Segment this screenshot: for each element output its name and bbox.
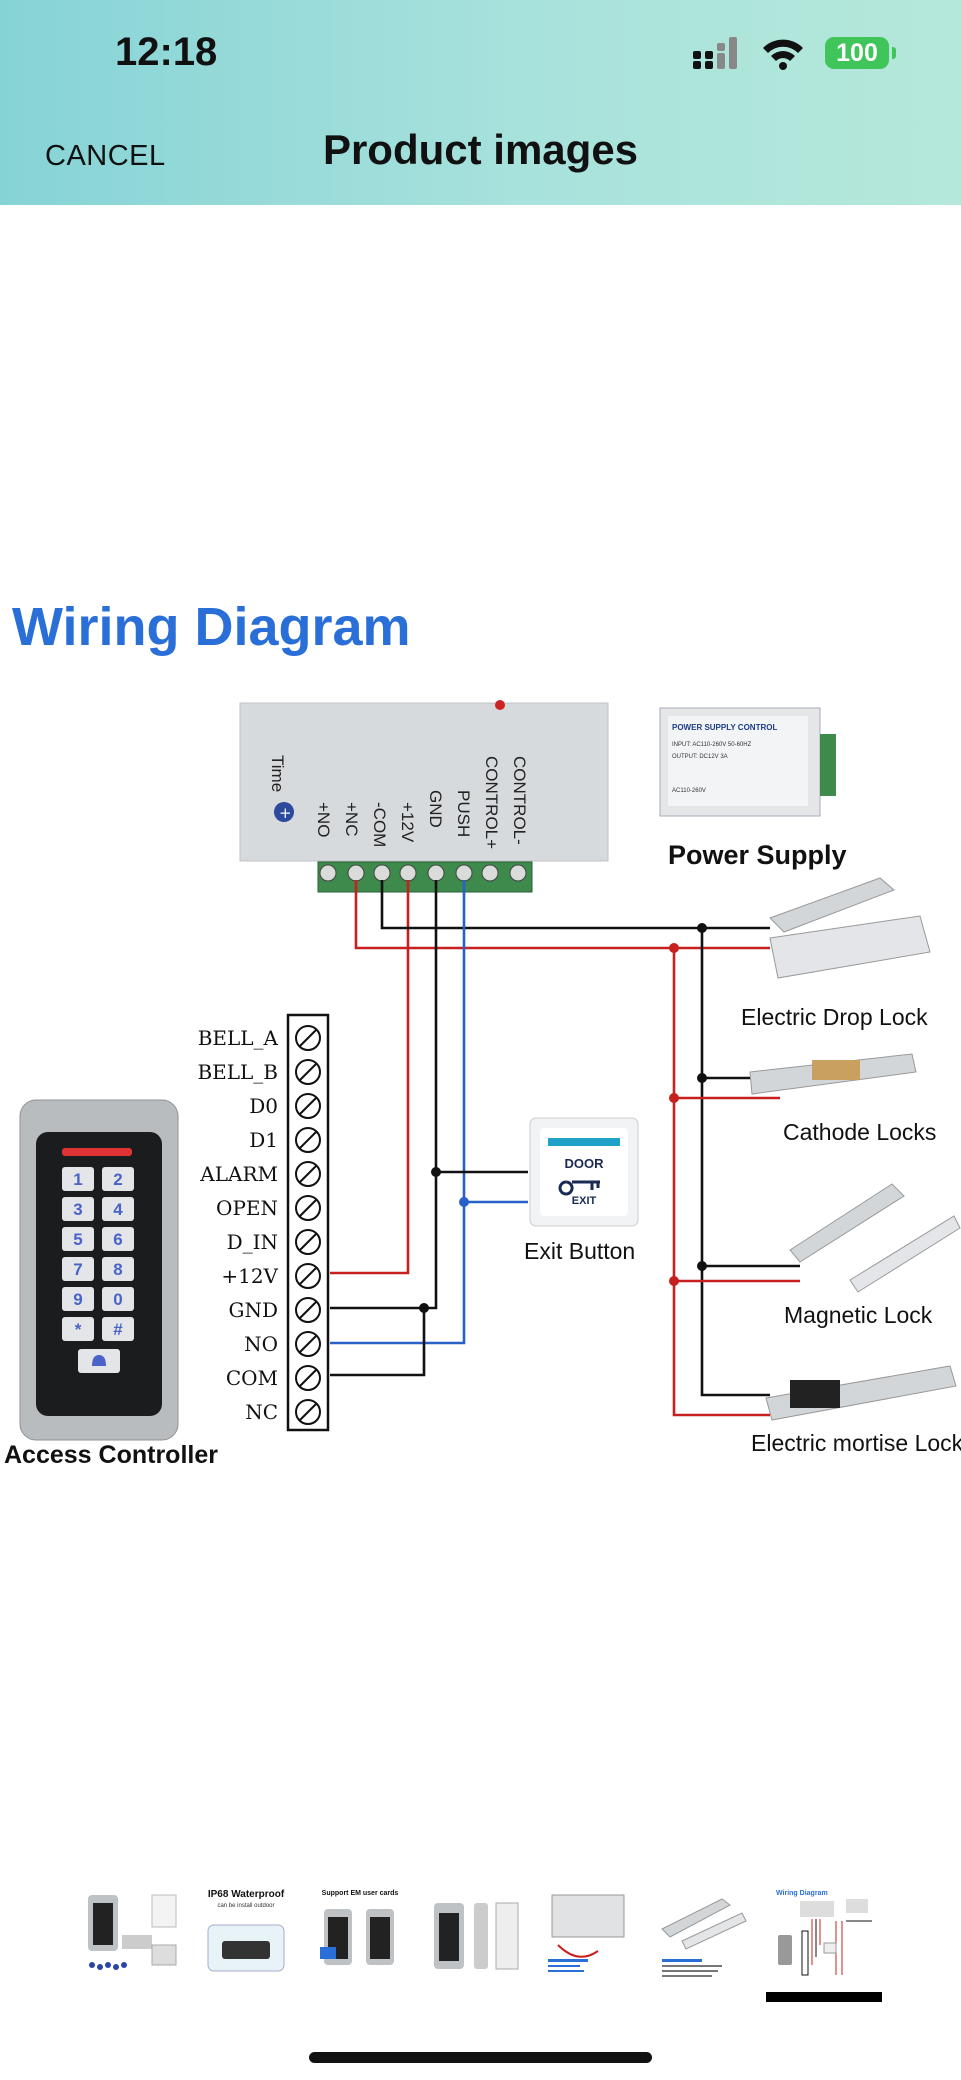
time-adjust-knob bbox=[274, 802, 294, 822]
status-time: 12:18 bbox=[115, 30, 218, 74]
key-star: * bbox=[75, 1320, 82, 1339]
key-1: 1 bbox=[73, 1170, 82, 1189]
thumb-em-card[interactable]: Support EM user cards bbox=[310, 1885, 410, 1990]
psu-term-no: +NO bbox=[314, 802, 333, 837]
access-controller-image: 1 2 3 4 5 6 7 8 9 0 * # bbox=[19, 1099, 179, 1441]
ctrl-term-gnd: GND bbox=[228, 1298, 278, 1322]
key-7: 7 bbox=[73, 1260, 82, 1279]
key-2: 2 bbox=[113, 1170, 122, 1189]
thumbnail-strip: IP68 Waterproof can be install outdoor S… bbox=[82, 1885, 882, 2005]
psu-plate-small: AC110-260V bbox=[672, 788, 706, 794]
exit-button-label: Exit Button bbox=[524, 1238, 635, 1264]
magnetic-lock-image bbox=[789, 1183, 961, 1293]
ctrl-term-bell-b: BELL_B bbox=[197, 1060, 278, 1084]
thumb-keypad-kit-image bbox=[88, 1894, 177, 1970]
thumb-wiring-image: Wiring Diagram bbox=[776, 1890, 872, 1976]
thumb-ip68-image: IP68 Waterproof can be install outdoor bbox=[207, 1889, 285, 1972]
thumb-ip68-sub: can be install outdoor bbox=[217, 1903, 274, 1909]
key-hash: # bbox=[113, 1320, 123, 1339]
psu-term-push: PUSH bbox=[454, 790, 473, 837]
exit-button-image: DOOR EXIT bbox=[529, 1117, 639, 1227]
thumb-keypad-kit[interactable] bbox=[82, 1885, 182, 1990]
psu-term-12v: +12V bbox=[398, 802, 417, 843]
access-controller-label: Access Controller bbox=[4, 1441, 218, 1469]
key-5: 5 bbox=[73, 1230, 82, 1249]
power-led bbox=[495, 700, 505, 710]
wifi-icon bbox=[763, 39, 803, 70]
thumb-power-supply-image bbox=[548, 1894, 625, 1972]
home-indicator[interactable] bbox=[309, 2052, 652, 2063]
key-3: 3 bbox=[73, 1200, 82, 1219]
thumb-ip68-waterproof[interactable]: IP68 Waterproof can be install outdoor bbox=[196, 1885, 296, 1990]
nav-header: 12:18 100 CANCEL Product images bbox=[0, 0, 961, 205]
diagram-heading: Wiring Diagram bbox=[12, 597, 411, 657]
key-0: 0 bbox=[113, 1290, 122, 1309]
psu-term-gnd: GND bbox=[426, 790, 445, 828]
ctrl-term-alarm: ALARM bbox=[199, 1162, 278, 1186]
bell-icon bbox=[92, 1355, 106, 1366]
wiring-diagram: Time +NO +NC -COM +12V GND PUSH CONTROL+… bbox=[4, 700, 961, 1469]
exit-door-text: DOOR bbox=[565, 1156, 605, 1171]
thumbnail-selection-indicator bbox=[766, 1992, 882, 2002]
thumb-wiring-diagram[interactable]: Wiring Diagram bbox=[766, 1885, 882, 1990]
key-9: 9 bbox=[73, 1290, 82, 1309]
power-supply-label: Power Supply bbox=[668, 840, 847, 870]
exit-exit-text: EXIT bbox=[572, 1195, 597, 1207]
battery-icon: 100 bbox=[825, 37, 896, 69]
cancel-button[interactable]: CANCEL bbox=[45, 140, 166, 172]
ctrl-term-bell-a: BELL_A bbox=[198, 1026, 279, 1050]
ctrl-term-d1: D1 bbox=[249, 1128, 278, 1152]
psu-plate-output: OUTPUT: DC12V 3A bbox=[672, 754, 728, 760]
ctrl-term-com: COM bbox=[226, 1366, 278, 1390]
key-icon bbox=[558, 1180, 600, 1196]
thumb-magnetic-lock-image bbox=[661, 1898, 747, 1977]
ctrl-term-d-in: D_IN bbox=[227, 1230, 278, 1254]
psu-term-control-plus: CONTROL+ bbox=[482, 756, 501, 849]
lock-label-cathode: Cathode Locks bbox=[783, 1119, 936, 1145]
ctrl-term-d0: D0 bbox=[249, 1094, 278, 1118]
thumb-ip68-caption: IP68 Waterproof bbox=[208, 1889, 285, 1900]
svg-text:+: + bbox=[279, 804, 292, 822]
lock-label-magnetic: Magnetic Lock bbox=[784, 1302, 933, 1328]
key-8: 8 bbox=[113, 1260, 122, 1279]
ctrl-term-no: NO bbox=[244, 1332, 278, 1356]
cathode-lock-image bbox=[749, 1053, 917, 1095]
thumb-power-supply[interactable] bbox=[538, 1885, 638, 1990]
ctrl-term-open: OPEN bbox=[216, 1196, 278, 1220]
psu-control-box bbox=[239, 702, 609, 862]
key-4: 4 bbox=[113, 1200, 123, 1219]
ctrl-term-12v: +12V bbox=[221, 1264, 278, 1288]
thumb-em-caption: Support EM user cards bbox=[322, 1890, 399, 1897]
electric-drop-lock-image bbox=[769, 877, 931, 979]
thumb-keypad-side-image bbox=[434, 1902, 519, 1970]
status-icons: 100 bbox=[691, 36, 896, 70]
controller-terminal-strip bbox=[286, 1013, 330, 1432]
psu-term-control-minus: CONTROL- bbox=[510, 756, 529, 845]
battery-level: 100 bbox=[836, 39, 878, 67]
thumb-magnetic-lock[interactable] bbox=[652, 1885, 752, 1990]
ctrl-term-nc: NC bbox=[245, 1400, 278, 1424]
psu-term-nc: +NC bbox=[342, 802, 361, 836]
key-6: 6 bbox=[113, 1230, 122, 1249]
mortise-lock-image bbox=[765, 1365, 957, 1421]
lock-label-electric-drop: Electric Drop Lock bbox=[741, 1004, 928, 1030]
lock-label-mortise: Electric mortise Lock bbox=[751, 1430, 961, 1456]
psu-term-time: Time bbox=[268, 755, 287, 792]
signal-icon bbox=[693, 37, 737, 69]
thumb-wiring-caption: Wiring Diagram bbox=[776, 1890, 828, 1897]
power-supply-image: POWER SUPPLY CONTROL INPUT: AC110-260V 5… bbox=[659, 707, 836, 817]
psu-term-com: -COM bbox=[370, 802, 389, 847]
psu-plate-input: INPUT: AC110-260V 50-60HZ bbox=[672, 742, 752, 748]
thumb-keypad-side[interactable] bbox=[424, 1885, 524, 1990]
thumb-em-card-image: Support EM user cards bbox=[320, 1890, 399, 1965]
psu-plate-title: POWER SUPPLY CONTROL bbox=[672, 723, 777, 732]
page-title: Product images bbox=[322, 126, 639, 173]
product-image-viewer[interactable]: Wiring Diagram Time +NO +NC -COM +12V GN… bbox=[0, 560, 961, 1480]
